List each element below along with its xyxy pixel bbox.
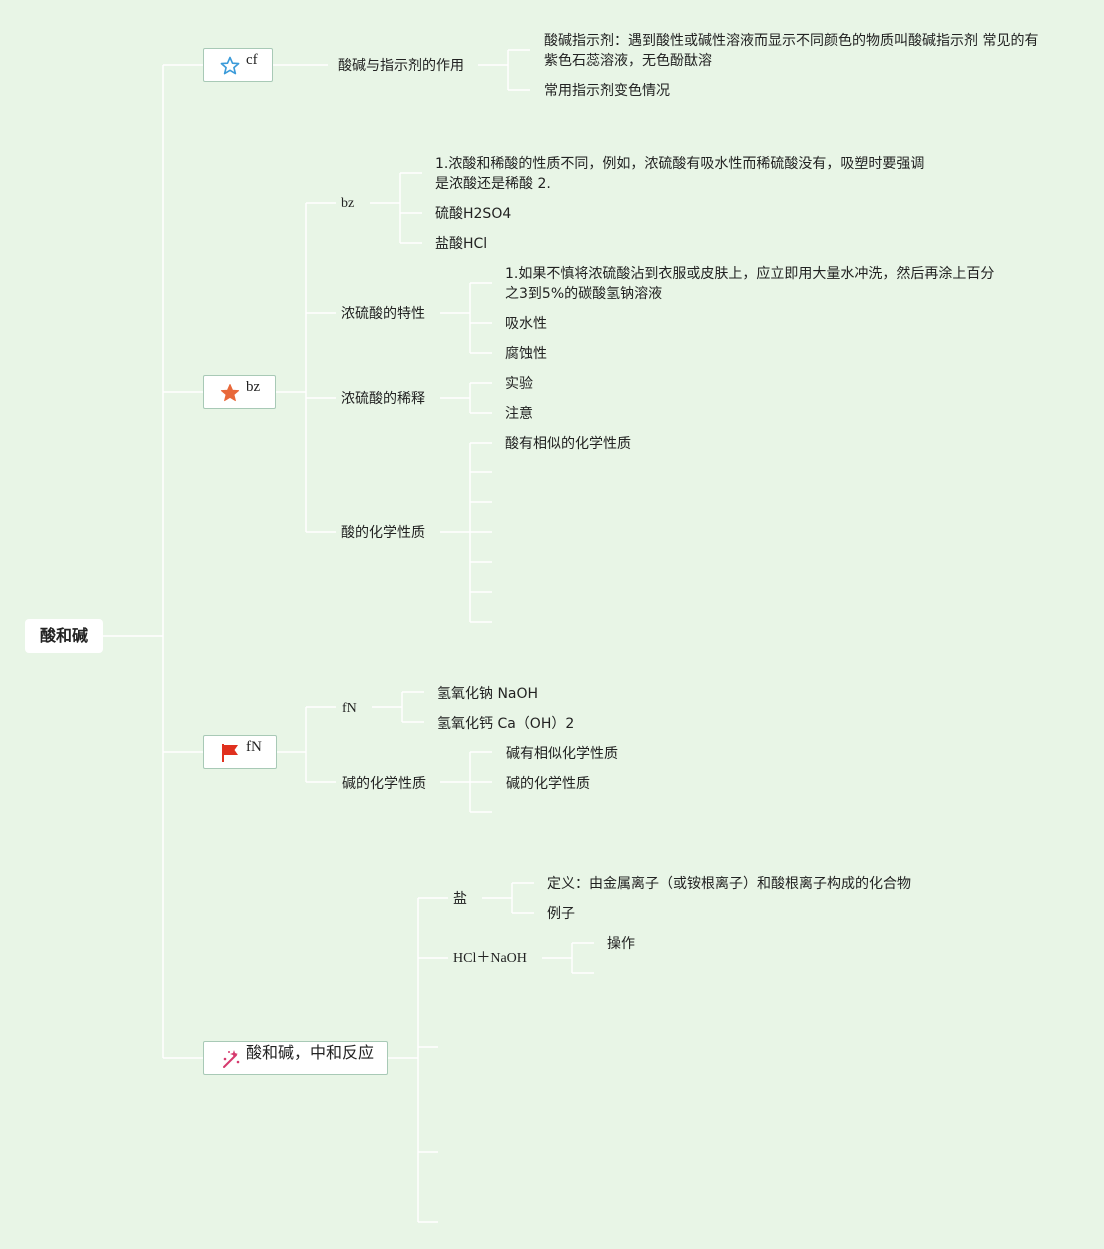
leaf-operation[interactable]: 操作 xyxy=(607,936,635,952)
topic-hcl-naoh[interactable]: HCl＋NaOH xyxy=(453,951,527,966)
leaf-salt-example[interactable]: 例子 xyxy=(547,906,575,922)
topic-indicator-action[interactable]: 酸碱与指示剂的作用 xyxy=(338,58,464,74)
flag-icon xyxy=(222,744,238,762)
leaf-bz-1-line2[interactable]: 是浓酸还是稀酸 2. xyxy=(435,176,551,192)
category-label: 酸和碱，中和反应 xyxy=(246,1043,375,1062)
leaf-water-absorbing[interactable]: 吸水性 xyxy=(505,316,547,332)
category-bz[interactable]: bz xyxy=(203,375,276,409)
category-label: fN xyxy=(246,739,262,755)
leaf-salt-definition[interactable]: 定义：由金属离子（或铵根离子）和酸根离子构成的化合物 xyxy=(547,876,911,892)
category-fn[interactable]: fN xyxy=(203,735,277,769)
category-label: cf xyxy=(246,52,258,68)
leaf-caution[interactable]: 注意 xyxy=(505,406,533,422)
leaf-indicator-def-line1[interactable]: 酸碱指示剂：遇到酸性或碱性溶液而显示不同颜色的物质叫酸碱指示剂 常见的有 xyxy=(544,33,1039,49)
leaf-corrosive[interactable]: 腐蚀性 xyxy=(505,346,547,362)
star-outline-icon xyxy=(220,56,240,75)
leaf-conc-1-line1[interactable]: 1.如果不慎将浓硫酸沾到衣服或皮肤上，应立即用大量水冲洗，然后再涂上百分 xyxy=(505,266,995,282)
leaf-base-chem[interactable]: 碱的化学性质 xyxy=(506,776,590,792)
topic-fn[interactable]: fN xyxy=(342,701,357,716)
category-label: bz xyxy=(246,379,261,395)
sparkle-icon xyxy=(223,1050,240,1068)
leaf-experiment[interactable]: 实验 xyxy=(505,376,533,392)
leaf-conc-1-line2[interactable]: 之3到5%的碳酸氢钠溶液 xyxy=(505,286,663,302)
leaf-indicator-color[interactable]: 常用指示剂变色情况 xyxy=(544,83,670,99)
category-neutralization[interactable]: 酸和碱，中和反应 xyxy=(203,1041,388,1075)
category-cf[interactable]: cf xyxy=(203,48,273,82)
leaf-indicator-def-line2[interactable]: 紫色石蕊溶液，无色酚酞溶 xyxy=(544,53,712,69)
topic-acid-properties[interactable]: 酸的化学性质 xyxy=(341,525,425,541)
leaf-naoh[interactable]: 氢氧化钠 NaOH xyxy=(437,686,539,702)
topic-salt[interactable]: 盐 xyxy=(453,891,467,907)
root-node[interactable]: 酸和碱 xyxy=(25,619,103,653)
leaf-acid-similar[interactable]: 酸有相似的化学性质 xyxy=(505,436,631,452)
leaf-base-similar[interactable]: 碱有相似化学性质 xyxy=(506,746,618,762)
topic-conc-sulfuric[interactable]: 浓硫酸的特性 xyxy=(341,306,425,322)
leaf-sulfuric-acid[interactable]: 硫酸H2SO4 xyxy=(435,206,512,222)
topic-bz[interactable]: bz xyxy=(341,196,355,211)
leaf-hydrochloric-acid[interactable]: 盐酸HCl xyxy=(435,236,488,252)
leaf-caoh2[interactable]: 氢氧化钙 Ca（OH）2 xyxy=(437,716,575,732)
topic-base-properties[interactable]: 碱的化学性质 xyxy=(342,776,426,792)
topic-dilution[interactable]: 浓硫酸的稀释 xyxy=(341,391,425,407)
star-filled-icon xyxy=(220,384,240,402)
leaf-bz-1-line1[interactable]: 1.浓酸和稀酸的性质不同，例如，浓硫酸有吸水性而稀硫酸没有，吸塑时要强调 xyxy=(435,156,925,172)
